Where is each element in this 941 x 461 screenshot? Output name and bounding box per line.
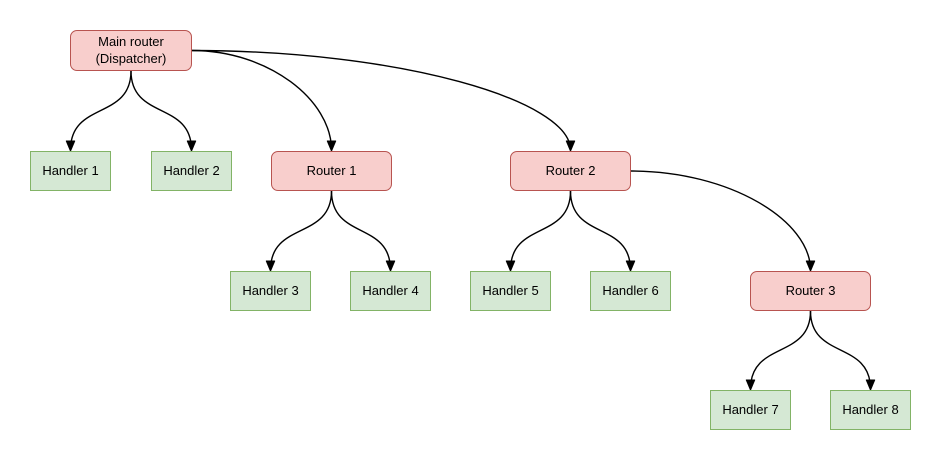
node-label-handler5: Handler 5 bbox=[482, 282, 539, 298]
node-label-handler1: Handler 1 bbox=[42, 162, 99, 178]
node-label-handler4: Handler 4 bbox=[362, 282, 419, 298]
node-label-router3: Router 3 bbox=[785, 282, 836, 298]
node-handler4: Handler 4 bbox=[350, 271, 431, 311]
node-router3: Router 3 bbox=[750, 271, 871, 311]
node-router1: Router 1 bbox=[271, 151, 392, 191]
node-label-handler7: Handler 7 bbox=[722, 401, 779, 417]
node-handler3: Handler 3 bbox=[230, 271, 311, 311]
node-label-handler3: Handler 3 bbox=[242, 282, 299, 298]
node-handler1: Handler 1 bbox=[30, 151, 111, 191]
node-handler7: Handler 7 bbox=[710, 390, 791, 430]
node-label-handler6: Handler 6 bbox=[602, 282, 659, 298]
node-label-router1: Router 1 bbox=[306, 162, 357, 178]
node-handler2: Handler 2 bbox=[151, 151, 232, 191]
node-handler5: Handler 5 bbox=[470, 271, 551, 311]
node-label-handler8: Handler 8 bbox=[842, 401, 899, 417]
node-handler8: Handler 8 bbox=[830, 390, 911, 430]
node-label-main: Main router (Dispatcher) bbox=[95, 34, 167, 66]
node-router2: Router 2 bbox=[510, 151, 631, 191]
node-label-handler2: Handler 2 bbox=[163, 162, 220, 178]
node-main: Main router (Dispatcher) bbox=[70, 30, 192, 71]
node-label-router2: Router 2 bbox=[545, 162, 596, 178]
node-handler6: Handler 6 bbox=[590, 271, 671, 311]
